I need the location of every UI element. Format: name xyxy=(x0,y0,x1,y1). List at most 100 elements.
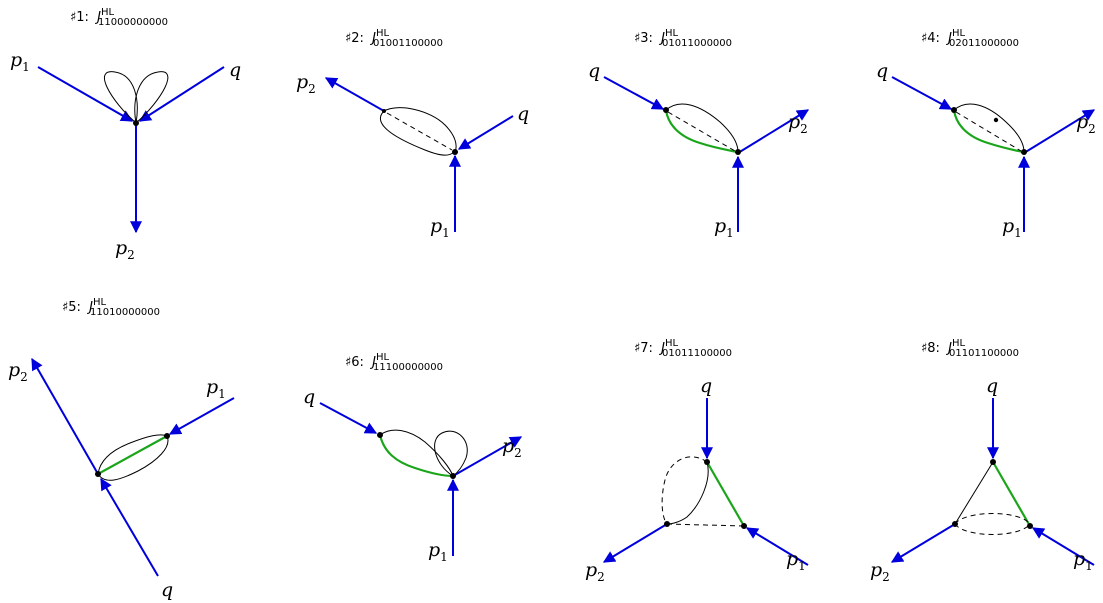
propagator-line xyxy=(383,107,457,153)
dashed-propagator xyxy=(667,111,736,152)
external-leg xyxy=(324,77,385,112)
external-leg xyxy=(100,477,159,577)
external-leg xyxy=(319,402,378,434)
external-leg xyxy=(138,66,225,122)
tadpole-loop xyxy=(134,71,169,124)
momentum-label: p2 xyxy=(502,435,522,460)
momentum-label: p2 xyxy=(296,71,316,96)
tadpole-loop xyxy=(103,71,138,124)
vertex xyxy=(951,107,957,113)
vertex xyxy=(1021,149,1027,155)
momentum-label: p1 xyxy=(206,376,226,401)
external-leg xyxy=(452,436,523,477)
momentum-label: p2 xyxy=(1076,111,1096,136)
external-leg xyxy=(890,523,956,563)
vertex xyxy=(741,523,747,529)
momentum-label: p1 xyxy=(10,49,30,74)
vertex xyxy=(450,473,456,479)
momentum-label: p1 xyxy=(1073,548,1093,573)
heavy-propagator xyxy=(706,461,745,527)
momentum-label: q xyxy=(588,60,600,82)
momentum-label: p1 xyxy=(786,548,806,573)
propagator-line xyxy=(953,103,1025,153)
momentum-label: p1 xyxy=(430,215,450,240)
external-leg xyxy=(737,109,810,154)
external-leg xyxy=(602,523,668,563)
momentum-label: q xyxy=(517,103,529,125)
external-leg xyxy=(31,357,99,475)
external-leg xyxy=(37,66,134,122)
momentum-label: p1 xyxy=(1002,215,1022,240)
propagator-dot xyxy=(993,117,999,123)
external-leg xyxy=(1031,527,1095,566)
vertex xyxy=(452,149,458,155)
momentum-label: q xyxy=(303,386,315,408)
dashed-propagator xyxy=(954,523,1031,535)
external-leg xyxy=(891,76,953,110)
dashed-propagator xyxy=(386,112,453,151)
vertex xyxy=(664,521,670,527)
vertex xyxy=(1027,523,1033,529)
momentum-label: p2 xyxy=(788,111,808,136)
external-leg xyxy=(457,115,514,150)
external-leg xyxy=(168,397,235,435)
propagator-line xyxy=(380,110,456,156)
vertex xyxy=(952,521,958,527)
vertex xyxy=(663,107,669,113)
propagator-line xyxy=(379,429,454,477)
momentum-label: q xyxy=(986,375,998,397)
momentum-label: q xyxy=(700,375,712,397)
propagator-line xyxy=(954,461,994,525)
momentum-label: p2 xyxy=(585,559,605,584)
vertex xyxy=(133,120,139,126)
momentum-label: q xyxy=(876,60,888,82)
momentum-label: p2 xyxy=(870,559,890,584)
propagator-line xyxy=(97,435,169,481)
dashed-propagator xyxy=(661,456,708,525)
vertex xyxy=(382,109,386,113)
propagator-line xyxy=(97,434,168,475)
dashed-propagator xyxy=(954,513,1031,525)
vertex xyxy=(164,433,170,439)
momentum-label: p1 xyxy=(428,539,448,564)
momentum-label: p2 xyxy=(115,237,135,262)
external-leg xyxy=(603,76,665,110)
propagator-line xyxy=(666,461,709,525)
momentum-label: p1 xyxy=(714,215,734,240)
vertex xyxy=(95,471,101,477)
tadpole-loop xyxy=(434,430,468,477)
momentum-label: q xyxy=(161,579,173,601)
external-leg xyxy=(1023,109,1096,154)
heavy-propagator xyxy=(97,435,168,475)
vertex xyxy=(704,459,710,465)
momentum-label: q xyxy=(229,59,241,81)
propagator-line xyxy=(665,103,739,153)
vertex xyxy=(377,432,383,438)
dashed-propagator xyxy=(666,523,745,527)
heavy-propagator xyxy=(992,461,1031,527)
heavy-propagator xyxy=(664,109,738,154)
dashed-propagator xyxy=(955,111,1022,152)
heavy-propagator xyxy=(952,109,1024,154)
external-leg xyxy=(745,527,809,566)
momentum-label: p2 xyxy=(8,359,28,384)
vertex xyxy=(990,459,996,465)
